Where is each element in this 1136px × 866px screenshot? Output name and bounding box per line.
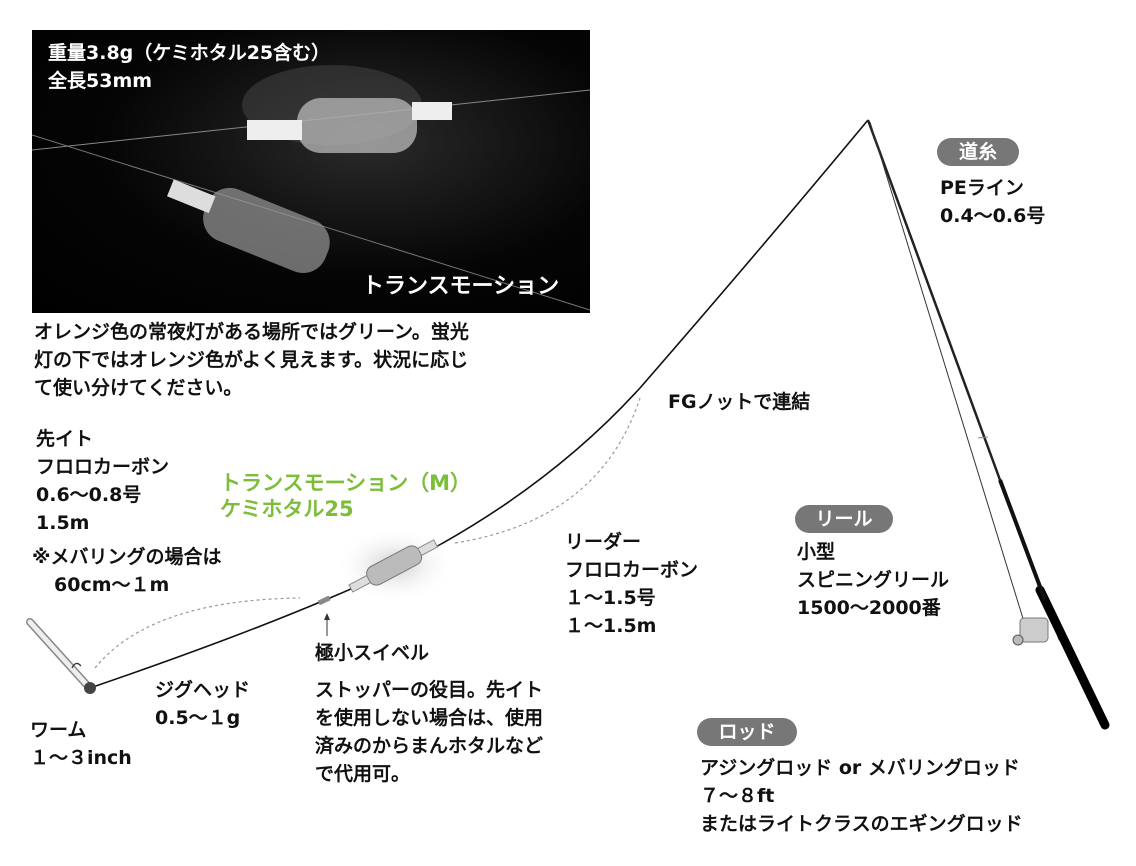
main-line-to-reel xyxy=(869,121,1026,626)
jighead-label: ジグヘッド 0.5〜１g xyxy=(155,676,250,732)
description-text: オレンジ色の常夜灯がある場所ではグリーン。蛍光 灯の下ではオレンジ色がよく見えま… xyxy=(34,318,469,402)
rod-label: アジングロッド or メバリングロッド ７〜８ft またはライトクラスのエギング… xyxy=(700,754,1023,838)
float-label: トランスモーション（M） ケミホタル25 xyxy=(220,470,471,522)
main-line-size: 0.4〜0.6号 xyxy=(940,205,1046,227)
photo-product-name: トランスモーション xyxy=(362,274,560,299)
reel-type: スピニングリール xyxy=(797,569,950,591)
tippet-length: 1.5m xyxy=(36,512,90,534)
reel-number: 1500〜2000番 xyxy=(797,597,941,619)
tippet-size: 0.6〜0.8号 xyxy=(36,484,142,506)
main-line-badge: 道糸 xyxy=(937,138,1019,166)
tippet-material: フロロカーボン xyxy=(36,456,170,478)
description-line: て使い分けてください。 xyxy=(34,377,243,399)
tippet-title: 先イト xyxy=(36,428,94,450)
jighead-icon xyxy=(84,682,96,694)
swivel-description-line: ストッパーの役目。先イト xyxy=(315,679,544,701)
worm-size: １〜３inch xyxy=(30,747,132,769)
tippet-dotted-guide xyxy=(94,597,301,669)
float-icon xyxy=(348,539,439,593)
tippet-note: ※メバリングの場合は xyxy=(32,546,222,568)
leader-title: リーダー xyxy=(565,531,642,553)
swivel-description-line: 済みのからまんホタルなど xyxy=(315,735,544,757)
swivel-icon xyxy=(317,595,331,606)
product-photo: 重量3.8g（ケミホタル25含む） 全長53mm トランスモーション xyxy=(32,30,590,313)
worm-icon xyxy=(26,618,96,694)
worm-label: ワーム １〜３inch xyxy=(30,716,132,772)
worm-title: ワーム xyxy=(30,719,87,741)
float-name: トランスモーション（M） xyxy=(220,471,472,495)
fishing-line xyxy=(89,119,869,689)
rod-alternative: またはライトクラスのエギングロッド xyxy=(700,813,1023,835)
rod-badge: ロッド xyxy=(697,718,797,746)
float-photo-illustration xyxy=(32,65,590,311)
float-light-name: ケミホタル25 xyxy=(220,497,354,521)
rod-icon xyxy=(866,119,1110,730)
main-line-label: PEライン 0.4〜0.6号 xyxy=(940,174,1045,230)
reel-size: 小型 xyxy=(797,541,836,563)
leader-length: １〜1.5m xyxy=(565,615,657,637)
tippet-label: 先イト フロロカーボン 0.6〜0.8号 1.5m xyxy=(36,425,169,537)
rod-length: ７〜８ft xyxy=(700,785,775,807)
leader-size: １〜1.5号 xyxy=(565,587,656,609)
main-line-type: PEライン xyxy=(940,177,1024,199)
swivel-label: 極小スイベル xyxy=(315,642,430,664)
float-length-spec: 全長53mm xyxy=(48,70,153,92)
leader-dotted-guide xyxy=(454,397,641,544)
description-line: オレンジ色の常夜灯がある場所ではグリーン。蛍光 xyxy=(34,321,469,343)
rod-type: アジングロッド or メバリングロッド xyxy=(700,757,1020,779)
jighead-weight: 0.5〜１g xyxy=(155,707,241,729)
tippet-note-value: 60cm〜１m xyxy=(54,574,170,596)
leader-material: フロロカーボン xyxy=(565,559,699,581)
knot-label: FGノットで連結 xyxy=(668,391,811,413)
swivel-description-line: を使用しない場合は、使用 xyxy=(315,707,544,729)
reel-icon xyxy=(1012,617,1049,646)
float-weight-spec: 重量3.8g（ケミホタル25含む） xyxy=(48,42,331,64)
description-line: 灯の下ではオレンジ色がよく見えます。状況に応じ xyxy=(34,349,469,371)
leader-label: リーダー フロロカーボン １〜1.5号 １〜1.5m xyxy=(565,528,698,640)
swivel-description-line: で代用可。 xyxy=(315,763,411,785)
swivel-description: ストッパーの役目。先イト を使用しない場合は、使用 済みのからまんホタルなど で… xyxy=(315,676,543,788)
jighead-title: ジグヘッド xyxy=(155,679,251,701)
reel-label: 小型 スピニングリール 1500〜2000番 xyxy=(797,538,949,622)
reel-badge: リール xyxy=(795,505,893,533)
